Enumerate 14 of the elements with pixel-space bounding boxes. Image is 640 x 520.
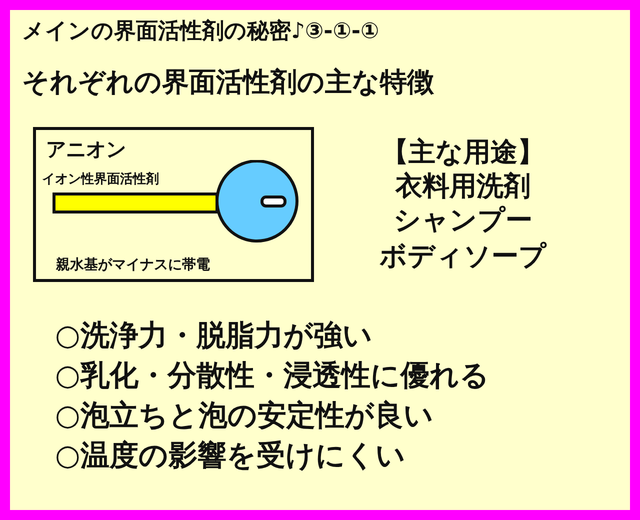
box-subheading: イオン性界面活性剤: [42, 173, 159, 188]
box-note: 親水基がマイナスに帯電: [56, 258, 210, 274]
box-heading: アニオン: [46, 138, 126, 160]
title: メインの界面活性剤の秘密♪③-①-①: [22, 20, 380, 44]
feature-item: ○温度の影響を受けにくい: [55, 440, 406, 472]
feature-item: ○乳化・分散性・浸透性に優れる: [55, 360, 490, 392]
diagram-box: [33, 127, 314, 282]
feature-item: ○泡立ちと泡の安定性が良い: [55, 400, 434, 432]
feature-item: ○洗浄力・脱脂力が強い: [55, 320, 372, 352]
usage-item: ボディソープ: [380, 242, 546, 272]
usage-item: 衣料用洗剤: [396, 172, 530, 202]
usage-item: シャンプー: [394, 206, 532, 236]
usage-heading: 【主な用途】: [382, 138, 544, 168]
subtitle: それぞれの界面活性剤の主な特徴: [22, 68, 434, 98]
